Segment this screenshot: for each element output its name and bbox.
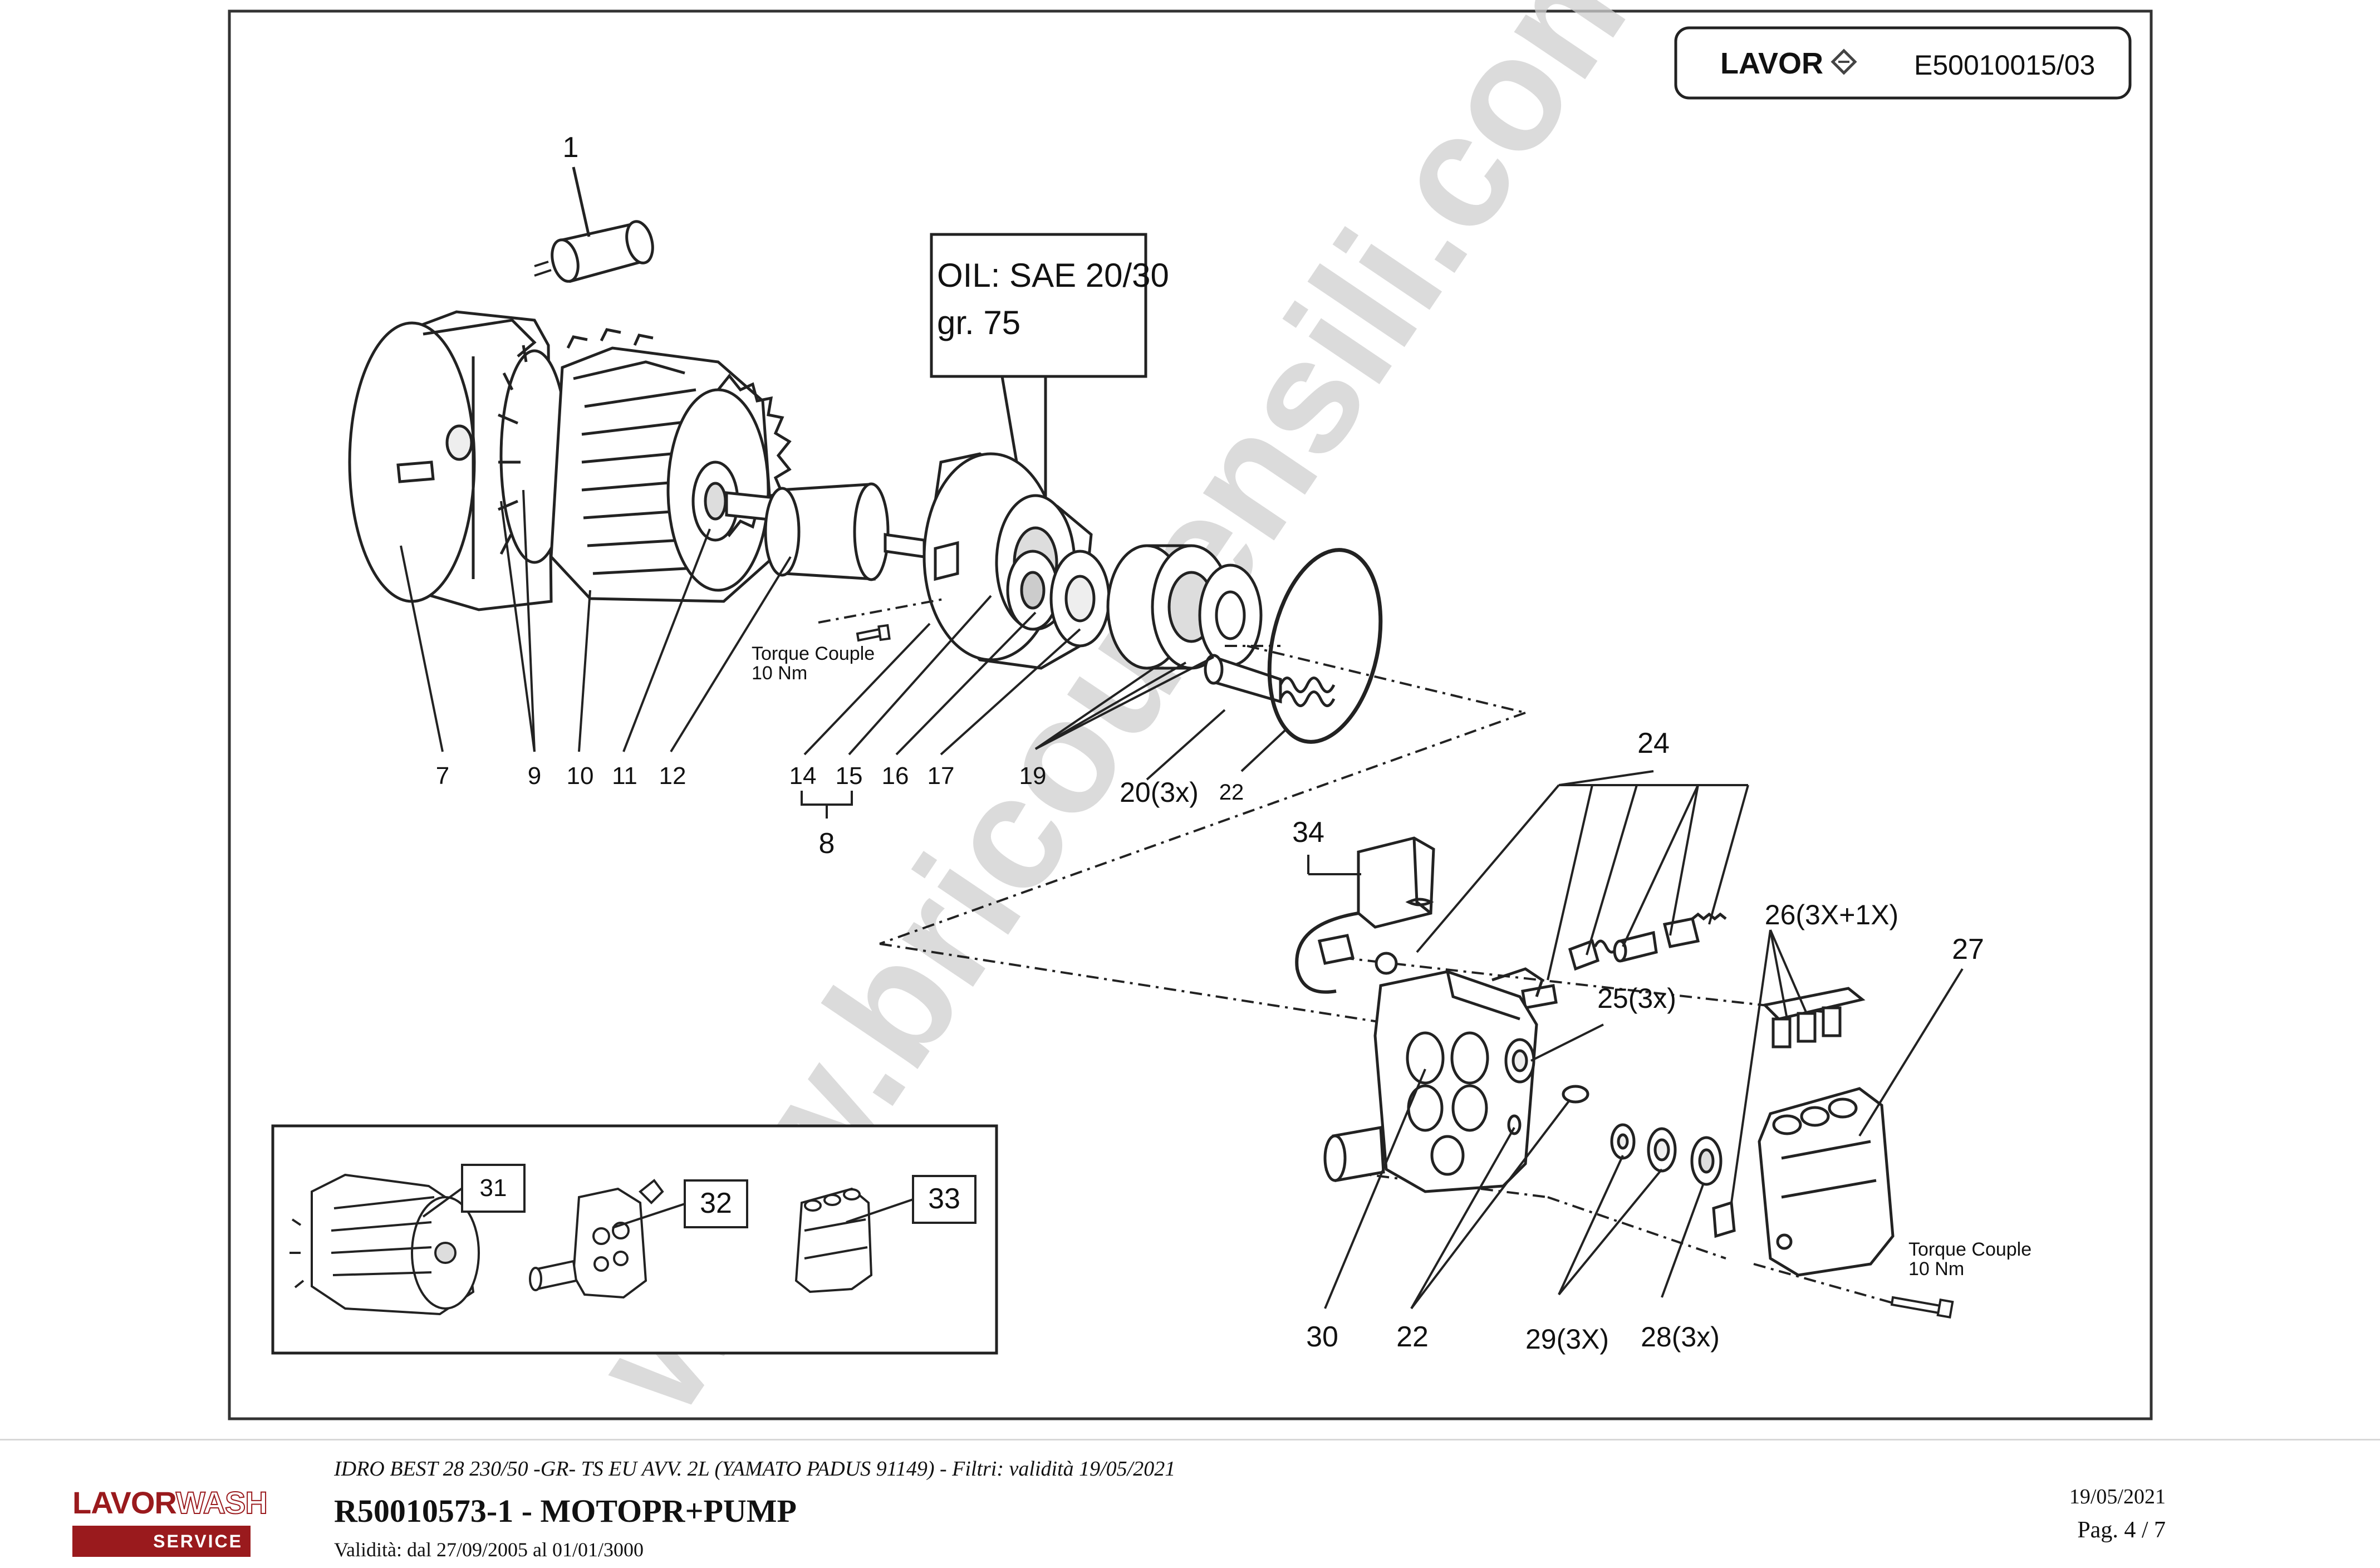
callout-20: 20(3x) [1120,777,1199,808]
part-fan [498,345,570,564]
callout-22-lower: 22 [1396,1321,1429,1353]
callout-19: 19 [1019,762,1047,790]
logo-word-wash: WASH [175,1485,268,1521]
logo-word-lavor: LAVOR [72,1485,176,1520]
callout-17: 17 [928,762,955,790]
callout-9: 9 [528,762,541,790]
callout-28: 28(3x) [1641,1321,1720,1353]
callout-29: 29(3X) [1525,1324,1609,1355]
part-title: R50010573-1 - MOTOPR+PUMP [334,1493,797,1529]
validity-line: Validità: dal 27/09/2005 al 01/01/3000 [334,1538,644,1561]
callout-26: 26(3X+1X) [1765,899,1898,930]
footer-date: 19/05/2021 [2069,1485,2166,1508]
torque-note-lower-line1: Torque Couple [1908,1239,2031,1260]
part-pump-head [1323,967,1544,1193]
callout-11: 11 [612,762,637,790]
diagram-frame [228,9,2153,1420]
part-bearing-shaft [691,460,781,542]
part-bolt-lower [1890,1296,1954,1319]
callout-30: 30 [1306,1321,1338,1353]
torque-note-lower-line2: 10 Nm [1908,1258,1964,1280]
torque-note-upper-line2: 10 Nm [752,663,807,684]
callout-22-upper: 22 [1219,780,1244,805]
part-rotor [764,482,926,581]
part-swash-plate [1106,544,1263,670]
oil-note-box: OIL: SAE 20/30 gr. 75 [930,233,1169,557]
page-indicator: Pag. 4 / 7 [2077,1517,2166,1543]
callout-27: 27 [1952,933,1984,966]
callout-31: 31 [480,1174,507,1202]
part-pistons [1204,654,1336,707]
model-line: IDRO BEST 28 230/50 -GR- TS EU AVV. 2L (… [334,1457,1176,1481]
part-valve-rings [1610,1123,1723,1186]
footer-separator [0,1439,2380,1440]
header-brand: LAVOR [1720,47,1823,80]
part-callouts: 1 7 9 10 11 12 14 15 16 17 19 20(3x) 22 … [436,131,1984,1355]
callout-25: 25(3x) [1597,983,1676,1014]
callout-8: 8 [819,827,835,860]
callout-14: 14 [789,762,817,790]
callout-1: 1 [563,131,579,164]
lavorwash-logo: LAVORWASH SERVICE [72,1485,268,1557]
oil-note-line1: OIL: SAE 20/30 [937,257,1169,294]
header-logo-box: LAVOR E50010015/03 [1674,26,2132,100]
brand-diamond-icon [1831,48,1857,75]
callout-34: 34 [1292,816,1324,849]
callout-16: 16 [882,762,909,790]
part-motor-stator [549,328,792,603]
part-seals [1504,1038,1589,1135]
callout-15: 15 [836,762,863,790]
callout-7: 7 [436,762,449,790]
part-bolt-upper [856,624,891,642]
leader-lines [400,489,1964,1310]
callout-10: 10 [567,762,594,790]
callout-33: 33 [928,1183,960,1215]
part-pressure-switch [1295,836,1435,994]
callout-12: 12 [659,762,686,790]
oil-note-line2: gr. 75 [937,304,1020,341]
inset-manifold [794,1187,873,1293]
inset-box: 31 32 33 [271,1124,998,1355]
part-manifold [1758,1087,1895,1277]
part-oring-large [1267,548,1383,744]
doc-code: E50010015/03 [1914,50,2095,81]
logo-service-bar: SERVICE [72,1526,251,1557]
part-bearings [1006,550,1111,648]
callout-24: 24 [1637,727,1670,759]
inset-pump [529,1179,664,1299]
part-capacitor [534,220,654,283]
torque-note-upper-line1: Torque Couple [752,643,875,664]
part-check-valves [1712,987,1866,1238]
callout-32: 32 [700,1187,732,1219]
